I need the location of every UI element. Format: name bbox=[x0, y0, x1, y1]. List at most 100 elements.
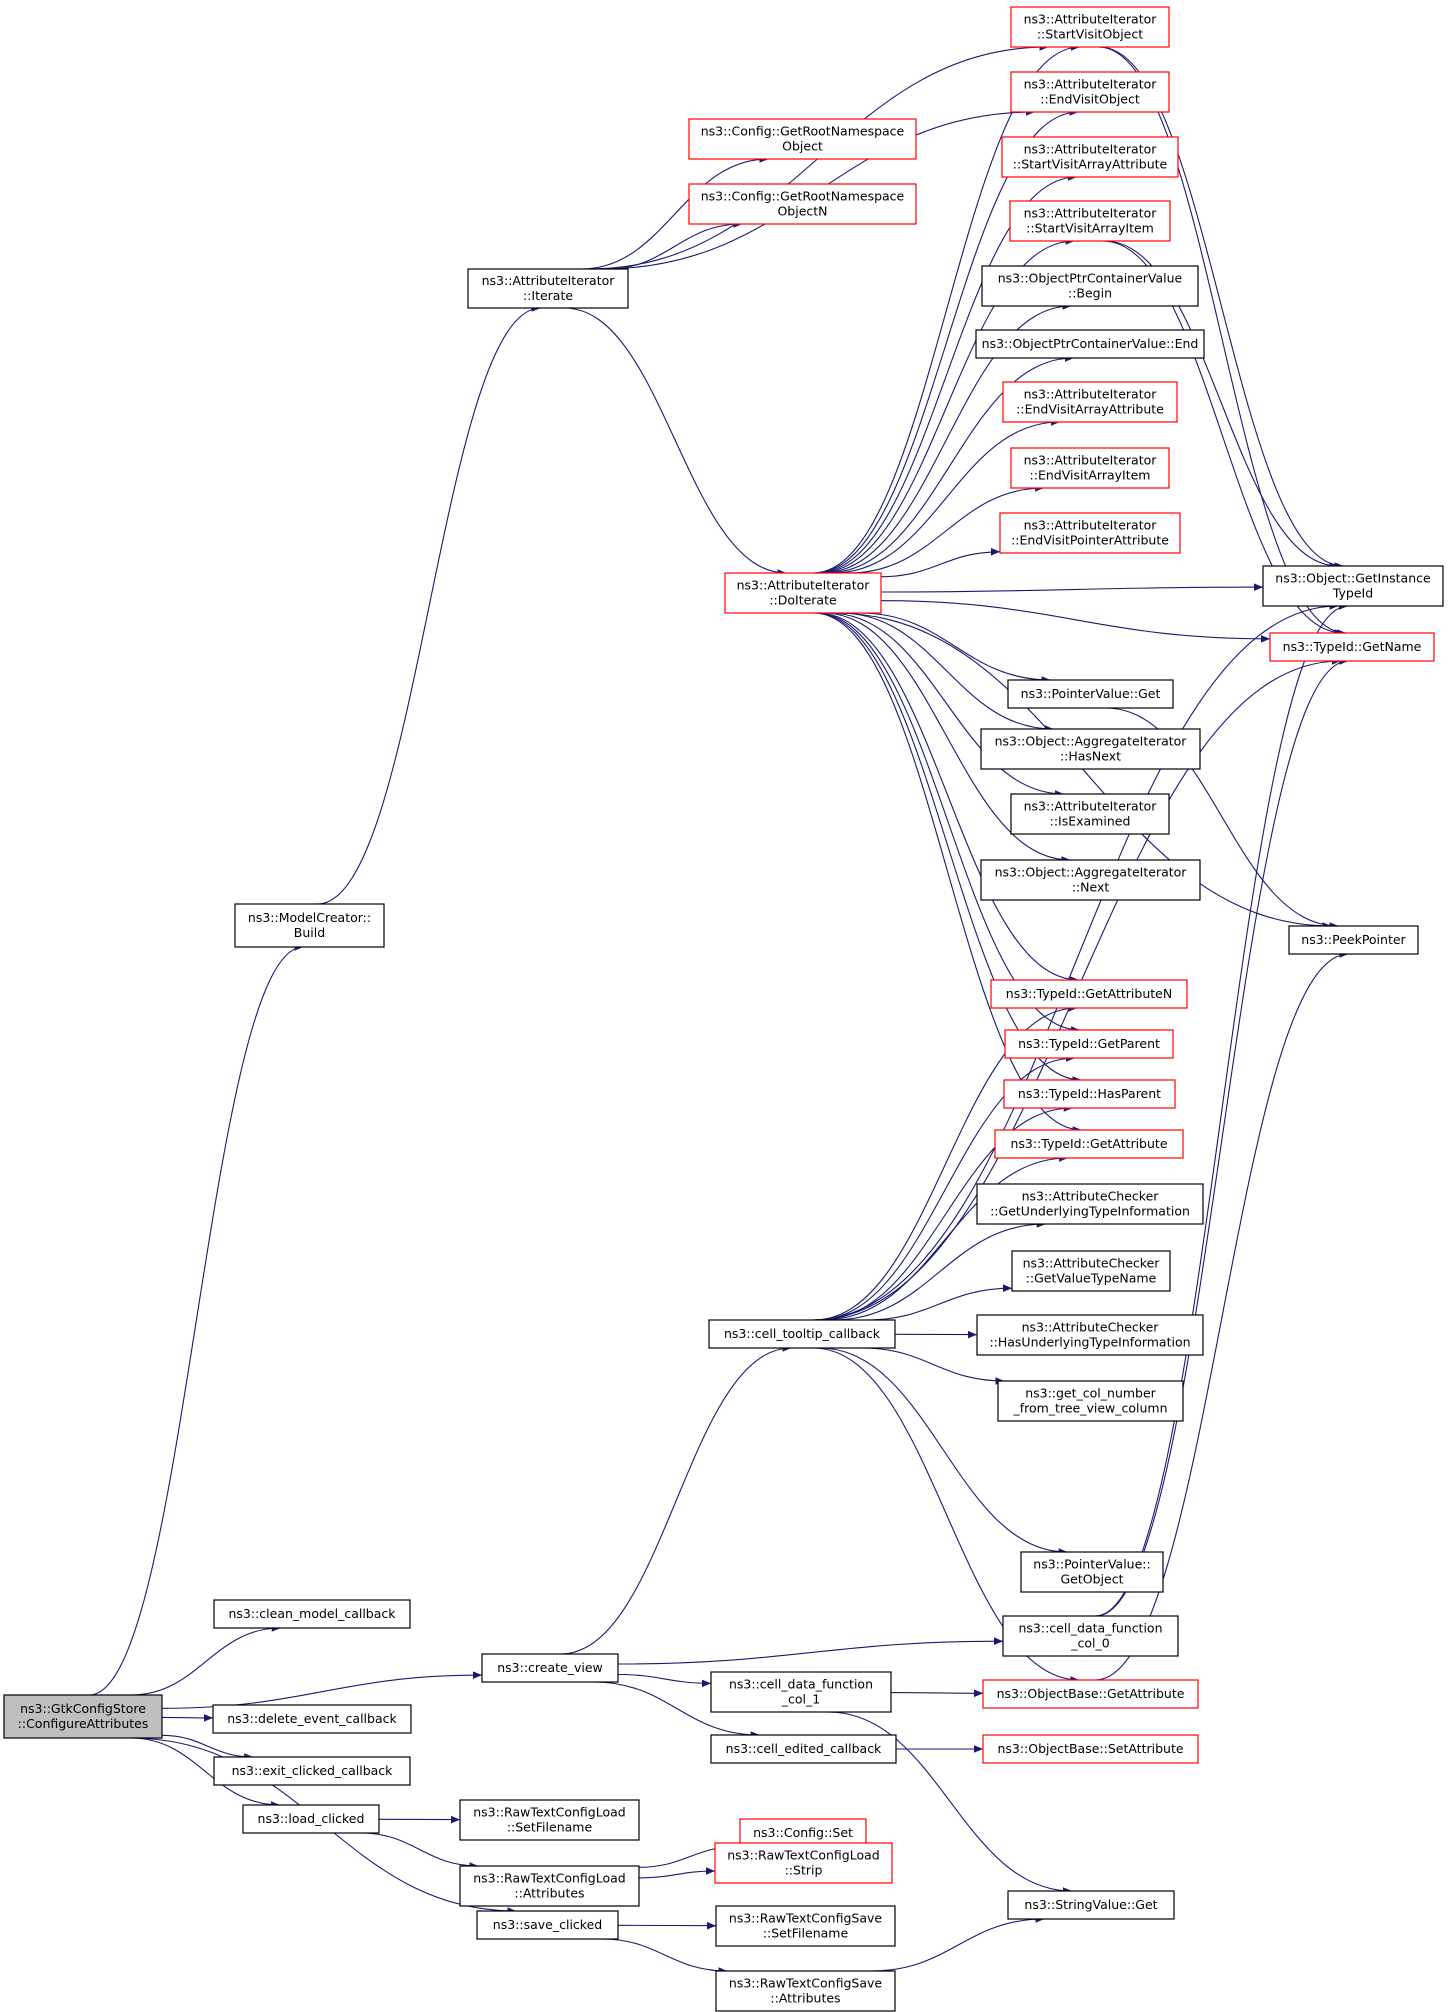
node-label-line: ns3::load_clicked bbox=[258, 1811, 365, 1826]
node-ai-isexamined[interactable]: ns3::AttributeIterator::IsExamined bbox=[1010, 793, 1170, 835]
node-tid-get-parent[interactable]: ns3::TypeId::GetParent bbox=[1004, 1029, 1174, 1059]
node-exit-clicked[interactable]: ns3::exit_clicked_callback bbox=[213, 1756, 411, 1786]
node-ob-set-attr[interactable]: ns3::ObjectBase::SetAttribute bbox=[982, 1734, 1199, 1764]
node-pointer-getobject[interactable]: ns3::PointerValue::GetObject bbox=[1020, 1551, 1164, 1593]
node-box bbox=[1010, 71, 1170, 113]
node-cell-tooltip[interactable]: ns3::cell_tooltip_callback bbox=[708, 1319, 896, 1349]
node-box bbox=[1007, 679, 1174, 709]
node-rtcl-setfilename[interactable]: ns3::RawTextConfigLoad::SetFilename bbox=[459, 1799, 640, 1841]
node-tid-get-attr[interactable]: ns3::TypeId::GetAttribute bbox=[994, 1129, 1184, 1159]
node-start-arr-item[interactable]: ns3::AttributeIterator::StartVisitArrayI… bbox=[1009, 200, 1171, 242]
node-typeid-getname[interactable]: ns3::TypeId::GetName bbox=[1269, 632, 1435, 662]
edge-root-to-delete_event bbox=[161, 1714, 214, 1722]
node-label-line: ::Strip bbox=[785, 1863, 823, 1878]
node-box bbox=[1009, 200, 1171, 242]
node-box bbox=[1007, 1890, 1175, 1920]
node-end-ptr-attr[interactable]: ns3::AttributeIterator::EndVisitPointerA… bbox=[999, 512, 1181, 554]
node-box bbox=[1020, 1551, 1164, 1593]
node-label-line: TypeId bbox=[1332, 586, 1373, 601]
node-opcv-end[interactable]: ns3::ObjectPtrContainerValue::End bbox=[975, 329, 1205, 359]
node-box bbox=[1010, 793, 1170, 835]
node-label-line: ns3::Config::GetRootNamespace bbox=[701, 124, 905, 139]
node-end-arr-item[interactable]: ns3::AttributeIterator::EndVisitArrayIte… bbox=[1010, 447, 1170, 489]
node-pointer-get[interactable]: ns3::PointerValue::Get bbox=[1007, 679, 1174, 709]
node-box bbox=[1002, 381, 1178, 423]
node-box bbox=[459, 1865, 640, 1907]
node-tid-has-parent[interactable]: ns3::TypeId::HasParent bbox=[1003, 1079, 1176, 1109]
node-end-arr-attr[interactable]: ns3::AttributeIterator::EndVisitArrayAtt… bbox=[1002, 381, 1178, 423]
node-peek-pointer[interactable]: ns3::PeekPointer bbox=[1288, 925, 1419, 955]
node-label-line: ns3::AttributeChecker bbox=[1023, 1256, 1161, 1271]
node-end-visit-obj[interactable]: ns3::AttributeIterator::EndVisitObject bbox=[1010, 71, 1170, 113]
node-label-line: ns3::Object::AggregateIterator bbox=[995, 865, 1188, 880]
node-box bbox=[714, 1842, 893, 1884]
edge-model_build-to-ai_iterate bbox=[317, 304, 541, 905]
node-config-set[interactable]: ns3::Config::Set bbox=[739, 1818, 867, 1848]
node-start-visit-obj[interactable]: ns3::AttributeIterator::StartVisitObject bbox=[1010, 6, 1170, 48]
node-label-line: ::StartVisitArrayItem bbox=[1026, 221, 1154, 236]
node-label-line: ns3::GtkConfigStore bbox=[20, 1701, 146, 1716]
node-label-line: ns3::ObjectPtrContainerValue::End bbox=[982, 336, 1199, 351]
edge-cell_tooltip-to-ac_get_underlying bbox=[832, 1220, 1046, 1321]
node-label-line: ns3::AttributeIterator bbox=[1024, 518, 1158, 533]
node-box bbox=[715, 1905, 896, 1947]
edge-cell_tooltip-to-ac_get_valuetype bbox=[866, 1284, 1013, 1321]
node-label-line: ::DoIterate bbox=[769, 593, 837, 608]
node-save-clicked[interactable]: ns3::save_clicked bbox=[476, 1910, 619, 1940]
edge-cell_tooltip-to-get_inst_typeid bbox=[812, 602, 1339, 1321]
node-label-line: ns3::Object::GetInstance bbox=[1275, 571, 1431, 586]
node-start-arr-attr[interactable]: ns3::AttributeIterator::StartVisitArrayA… bbox=[1001, 136, 1179, 178]
edge-ai_doiterate-to-ai_isexamined bbox=[828, 612, 1065, 798]
edge-ai_doiterate-to-tid_get_attr_n bbox=[817, 612, 1080, 984]
node-ac-has-underlying[interactable]: ns3::AttributeChecker::HasUnderlyingType… bbox=[976, 1314, 1204, 1356]
node-opcv-begin[interactable]: ns3::ObjectPtrContainerValue::Begin bbox=[981, 265, 1199, 307]
node-box bbox=[1010, 447, 1170, 489]
node-box bbox=[1002, 1615, 1179, 1657]
edge-ai_doiterate-to-agg_next bbox=[822, 612, 1071, 864]
edge-root-to-clean_model bbox=[130, 1624, 281, 1696]
node-box bbox=[708, 1319, 896, 1349]
node-create-view[interactable]: ns3::create_view bbox=[481, 1653, 619, 1683]
edge-root-to-model_build bbox=[89, 943, 304, 1696]
node-label-line: ns3::Config::Set bbox=[753, 1825, 853, 1840]
node-ac-get-underlying[interactable]: ns3::AttributeChecker::GetUnderlyingType… bbox=[976, 1183, 1204, 1225]
node-root[interactable]: ns3::GtkConfigStore::ConfigureAttributes bbox=[3, 1694, 163, 1739]
node-string-get[interactable]: ns3::StringValue::Get bbox=[1007, 1890, 1175, 1920]
node-label-line: ns3::AttributeChecker bbox=[1022, 1189, 1160, 1204]
node-label-line: ns3::create_view bbox=[497, 1660, 603, 1675]
node-label-line: ns3::cell_data_function bbox=[729, 1677, 873, 1692]
node-rtcl-attributes[interactable]: ns3::RawTextConfigLoad::Attributes bbox=[459, 1865, 640, 1907]
node-rtcs-setfilename[interactable]: ns3::RawTextConfigSave::SetFilename bbox=[715, 1905, 896, 1947]
edge-ai_doiterate-to-start_arr_item bbox=[818, 237, 1075, 574]
node-ai-iterate[interactable]: ns3::AttributeIterator::Iterate bbox=[467, 268, 629, 309]
node-rtcl-strip[interactable]: ns3::RawTextConfigLoad::Strip bbox=[714, 1842, 893, 1884]
node-label-line: ::Next bbox=[1072, 880, 1110, 895]
node-agg-hasnext[interactable]: ns3::Object::AggregateIterator::HasNext bbox=[980, 728, 1201, 770]
node-cell-data-col0[interactable]: ns3::cell_data_function_col_0 bbox=[1002, 1615, 1179, 1657]
node-box bbox=[994, 1129, 1184, 1159]
node-label-line: ObjectN bbox=[777, 204, 827, 219]
node-box bbox=[982, 1734, 1199, 1764]
node-clean-model[interactable]: ns3::clean_model_callback bbox=[213, 1599, 411, 1629]
node-cell-edited[interactable]: ns3::cell_edited_callback bbox=[710, 1734, 897, 1764]
node-get-col-number[interactable]: ns3::get_col_number_from_tree_view_colum… bbox=[997, 1380, 1184, 1422]
node-box bbox=[982, 1679, 1199, 1709]
node-ac-get-valuetype[interactable]: ns3::AttributeChecker::GetValueTypeName bbox=[1011, 1250, 1171, 1292]
node-box bbox=[3, 1694, 163, 1739]
node-box bbox=[1288, 925, 1419, 955]
node-label-line: ns3::RawTextConfigLoad bbox=[473, 1871, 625, 1886]
node-box bbox=[213, 1756, 411, 1786]
node-load-clicked[interactable]: ns3::load_clicked bbox=[242, 1804, 380, 1834]
node-ai-doiterate[interactable]: ns3::AttributeIterator::DoIterate bbox=[724, 572, 882, 614]
node-rtcs-attributes[interactable]: ns3::RawTextConfigSave::Attributes bbox=[715, 1970, 896, 2012]
node-cell-data-col1[interactable]: ns3::cell_data_function_col_1 bbox=[710, 1671, 892, 1713]
node-ob-get-attr[interactable]: ns3::ObjectBase::GetAttribute bbox=[982, 1679, 1199, 1709]
node-model-build[interactable]: ns3::ModelCreator::Build bbox=[234, 903, 385, 948]
node-label-line: ::EndVisitArrayItem bbox=[1030, 468, 1151, 483]
node-agg-next[interactable]: ns3::Object::AggregateIterator::Next bbox=[980, 859, 1201, 901]
node-delete-event[interactable]: ns3::delete_event_callback bbox=[212, 1704, 412, 1734]
node-tid-get-attr-n[interactable]: ns3::TypeId::GetAttributeN bbox=[990, 979, 1188, 1009]
